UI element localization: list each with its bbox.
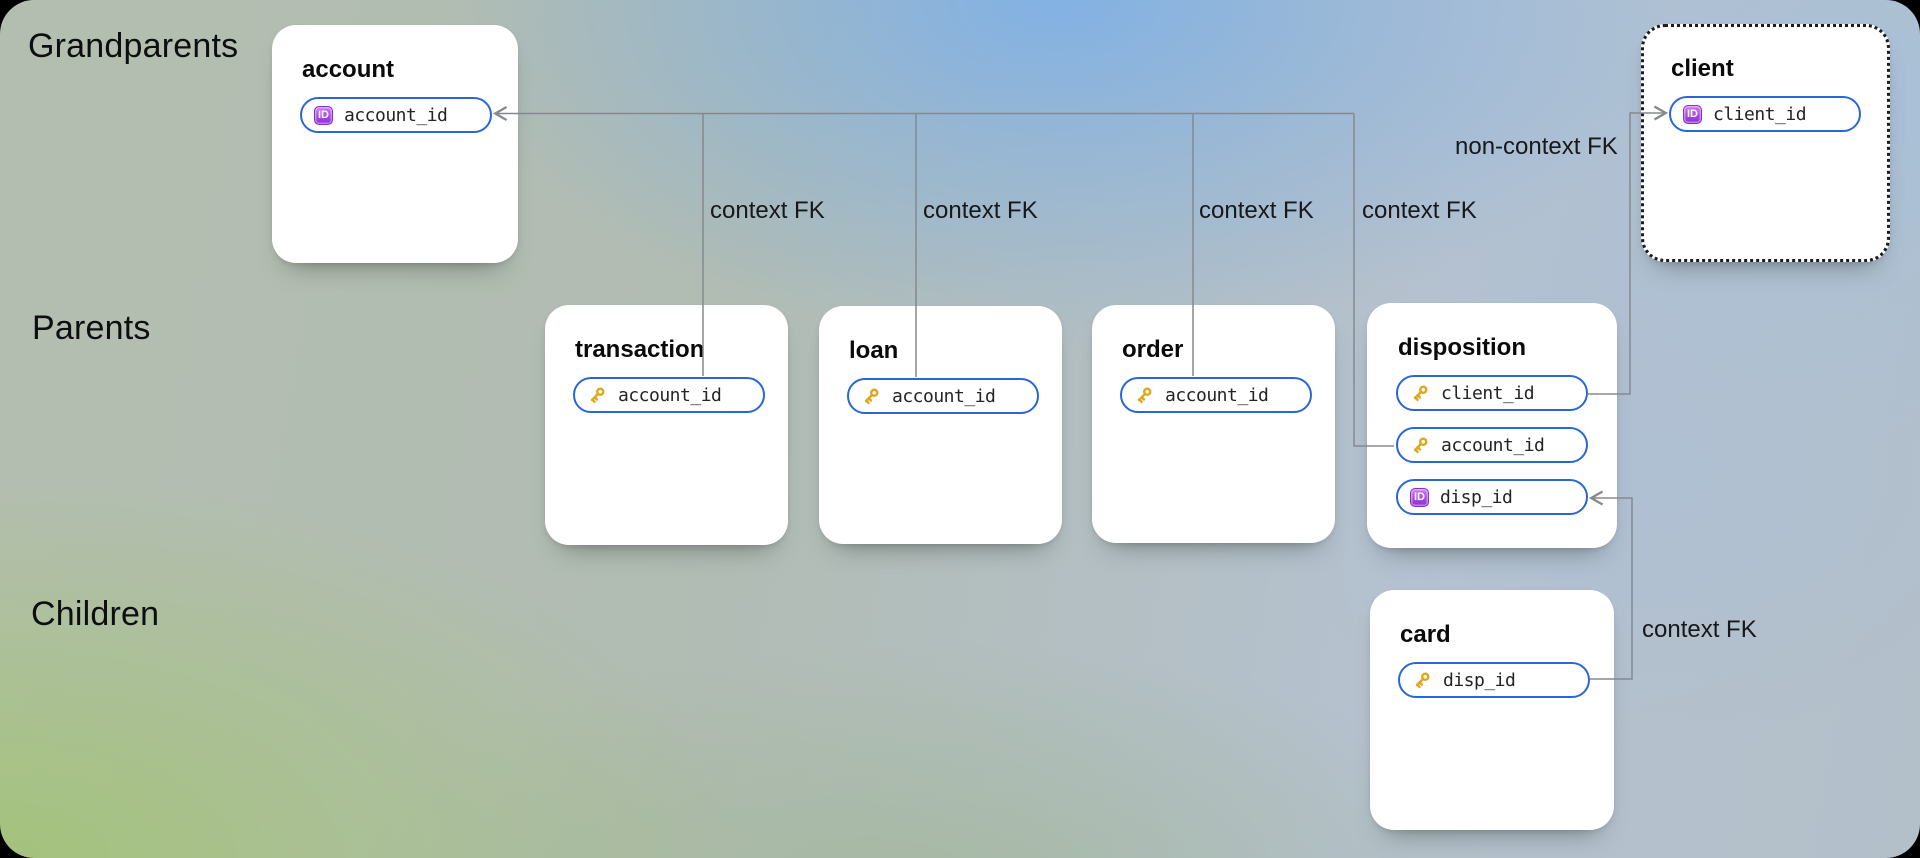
field-name: account_id <box>618 384 722 406</box>
field-pill-client-client_id[interactable]: ID client_id <box>1669 96 1861 132</box>
field-name: account_id <box>344 104 448 126</box>
field-name: account_id <box>1441 434 1545 456</box>
key-icon <box>1413 437 1428 454</box>
field-name: client_id <box>1441 382 1535 404</box>
row-label-grandparents: Grandparents <box>28 27 239 65</box>
field-name: client_id <box>1713 103 1807 125</box>
entity-card-disposition[interactable]: disposition client_id account_id <box>1367 303 1617 548</box>
field-name: disp_id <box>1443 669 1516 691</box>
key-icon <box>1413 385 1428 402</box>
field-pill-order-account_id[interactable]: account_id <box>1120 377 1312 413</box>
entity-title-card: card <box>1400 621 1451 648</box>
edge-label-context-fk-disposition: context FK <box>1362 197 1477 224</box>
entity-title-disposition: disposition <box>1398 334 1526 361</box>
field-pill-account-account_id[interactable]: ID account_id <box>300 97 492 133</box>
field-pill-disposition-client_id[interactable]: client_id <box>1396 375 1588 411</box>
edge-label-non-context-fk: non-context FK <box>1455 133 1618 160</box>
entity-title-account: account <box>302 56 395 83</box>
id-badge-icon: ID <box>1683 104 1702 124</box>
entity-card-card[interactable]: card disp_id <box>1370 590 1614 830</box>
key-icon <box>864 388 879 405</box>
field-name: account_id <box>892 385 996 407</box>
entity-card-client[interactable]: client ID client_id <box>1641 24 1890 262</box>
field-pill-disposition-account_id[interactable]: account_id <box>1396 427 1588 463</box>
field-name: account_id <box>1165 384 1269 406</box>
entity-card-account[interactable]: account ID account_id <box>272 25 518 263</box>
edge-label-context-fk-loan: context FK <box>923 197 1038 224</box>
edge-label-context-fk-card: context FK <box>1642 616 1757 643</box>
key-icon <box>590 387 605 404</box>
id-badge-icon: ID <box>1410 487 1429 507</box>
field-pill-transaction-account_id[interactable]: account_id <box>573 377 765 413</box>
entity-card-loan[interactable]: loan account_id <box>819 306 1062 544</box>
entity-title-order: order <box>1122 336 1184 363</box>
row-label-children: Children <box>31 595 160 633</box>
entity-title-client: client <box>1671 55 1734 82</box>
entity-title-loan: loan <box>849 337 899 364</box>
field-name: disp_id <box>1440 486 1513 508</box>
field-pill-disposition-disp_id[interactable]: ID disp_id <box>1396 479 1588 515</box>
edge-label-context-fk-order: context FK <box>1199 197 1314 224</box>
field-pill-loan-account_id[interactable]: account_id <box>847 378 1039 414</box>
id-badge-icon: ID <box>314 105 333 125</box>
key-icon <box>1415 672 1430 689</box>
entity-card-transaction[interactable]: transaction account_id <box>545 305 788 545</box>
row-label-parents: Parents <box>32 309 151 347</box>
key-icon <box>1137 387 1152 404</box>
entity-title-transaction: transaction <box>575 336 705 363</box>
field-pill-card-disp_id[interactable]: disp_id <box>1398 662 1590 698</box>
entity-card-order[interactable]: order account_id <box>1092 305 1335 543</box>
edge-label-context-fk-transaction: context FK <box>710 197 825 224</box>
